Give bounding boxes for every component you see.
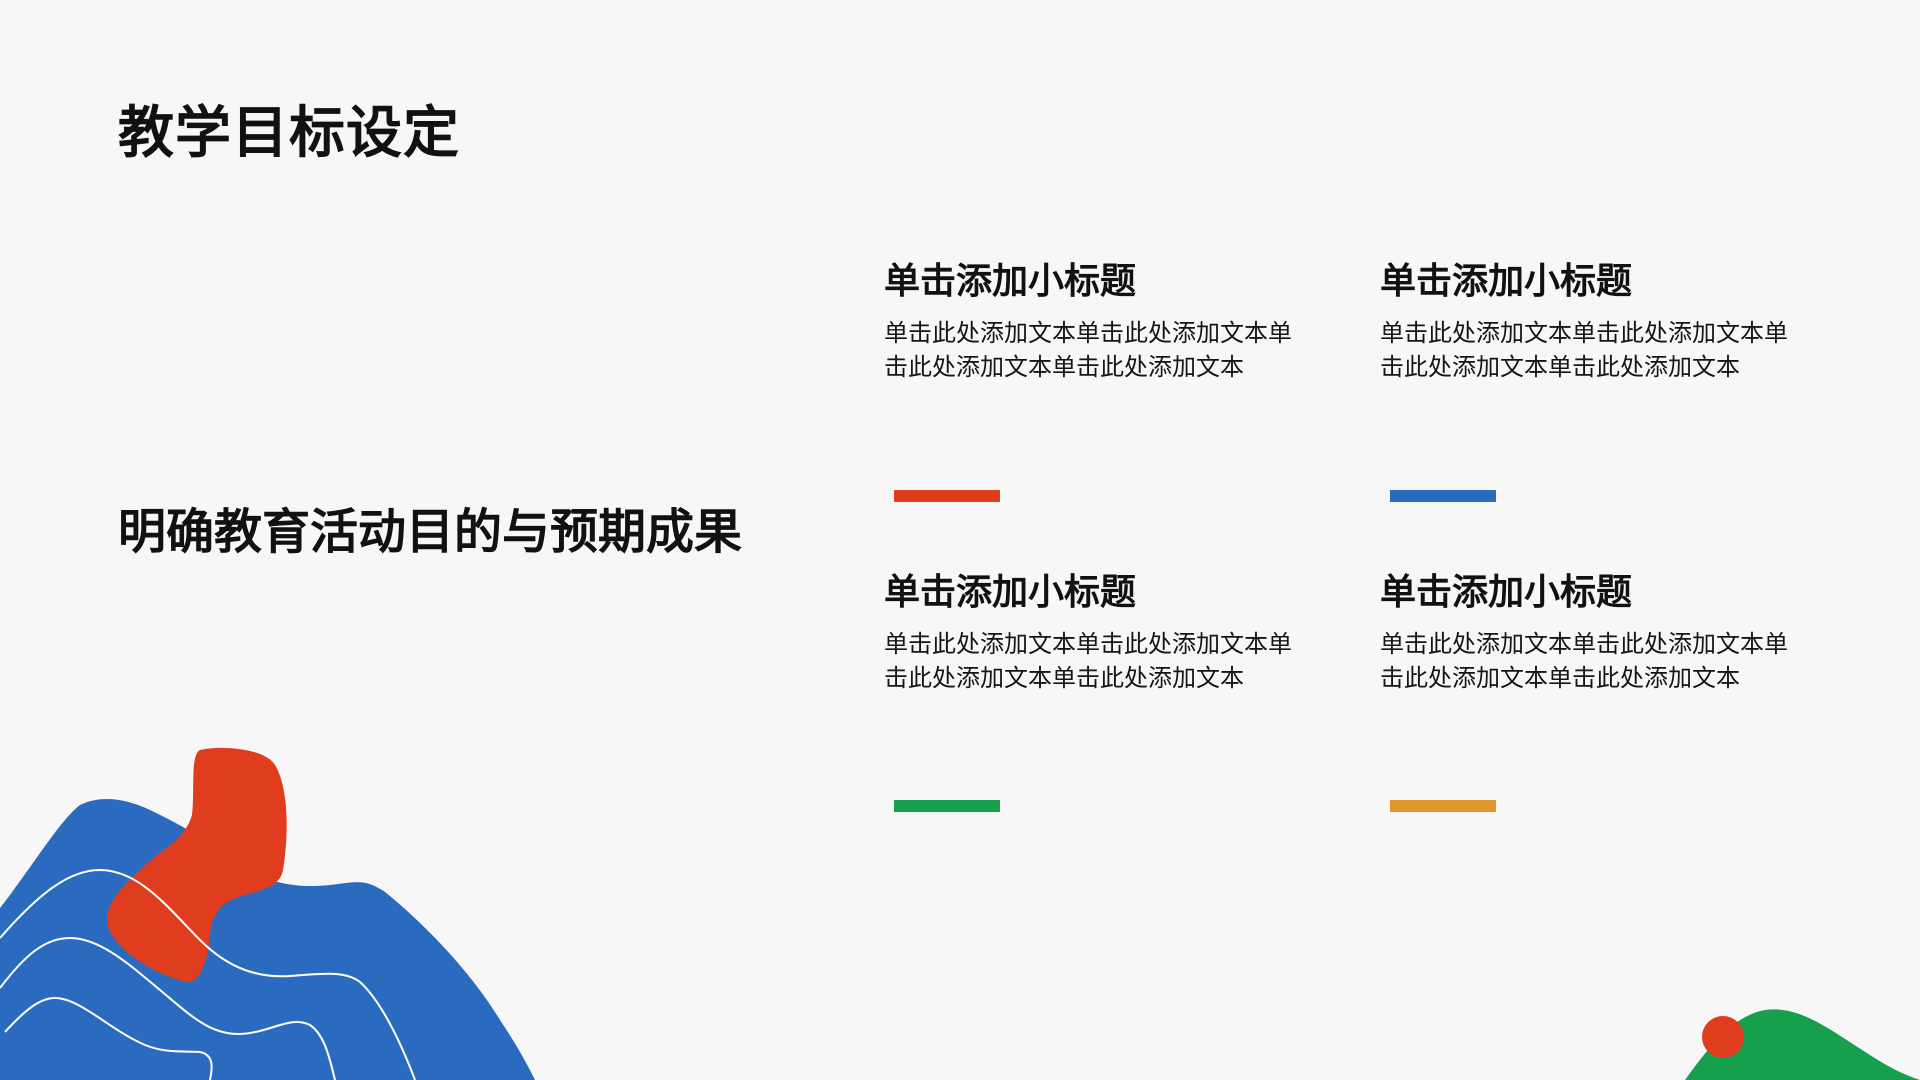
accent-bar-red (894, 490, 1000, 502)
slide-title: 教学目标设定 (118, 101, 460, 166)
card-body: 单击此处添加文本单击此处添加文本单击此处添加文本单击此处添加文本 (1380, 630, 1788, 692)
card-top-right: 单击添加小标题 单击此处添加文本单击此处添加文本单击此处添加文本单击此处添加文本 (1380, 258, 1820, 384)
slide-subtitle: 明确教育活动目的与预期成果 (118, 504, 743, 560)
accent-bar-green (894, 800, 1000, 812)
card-heading: 单击添加小标题 (1380, 261, 1633, 302)
card-body: 单击此处添加文本单击此处添加文本单击此处添加文本单击此处添加文本 (884, 319, 1292, 381)
card-body: 单击此处添加文本单击此处添加文本单击此处添加文本单击此处添加文本 (884, 630, 1292, 692)
card-bottom-right: 单击添加小标题 单击此处添加文本单击此处添加文本单击此处添加文本单击此处添加文本 (1380, 569, 1820, 695)
blue-wave-shape (0, 747, 535, 1080)
accent-bar-orange (1390, 800, 1496, 812)
card-heading: 单击添加小标题 (1380, 572, 1633, 613)
card-bottom-left: 单击添加小标题 单击此处添加文本单击此处添加文本单击此处添加文本单击此处添加文本 (884, 569, 1324, 695)
card-heading: 单击添加小标题 (884, 572, 1137, 613)
accent-bar-blue (1390, 490, 1496, 502)
card-top-left: 单击添加小标题 单击此处添加文本单击此处添加文本单击此处添加文本单击此处添加文本 (884, 258, 1324, 384)
card-body: 单击此处添加文本单击此处添加文本单击此处添加文本单击此处添加文本 (1380, 319, 1788, 381)
green-hill-shape (1685, 1009, 1920, 1080)
red-blob-shape (107, 747, 287, 983)
card-heading: 单击添加小标题 (884, 261, 1137, 302)
red-dot (1702, 1016, 1744, 1058)
